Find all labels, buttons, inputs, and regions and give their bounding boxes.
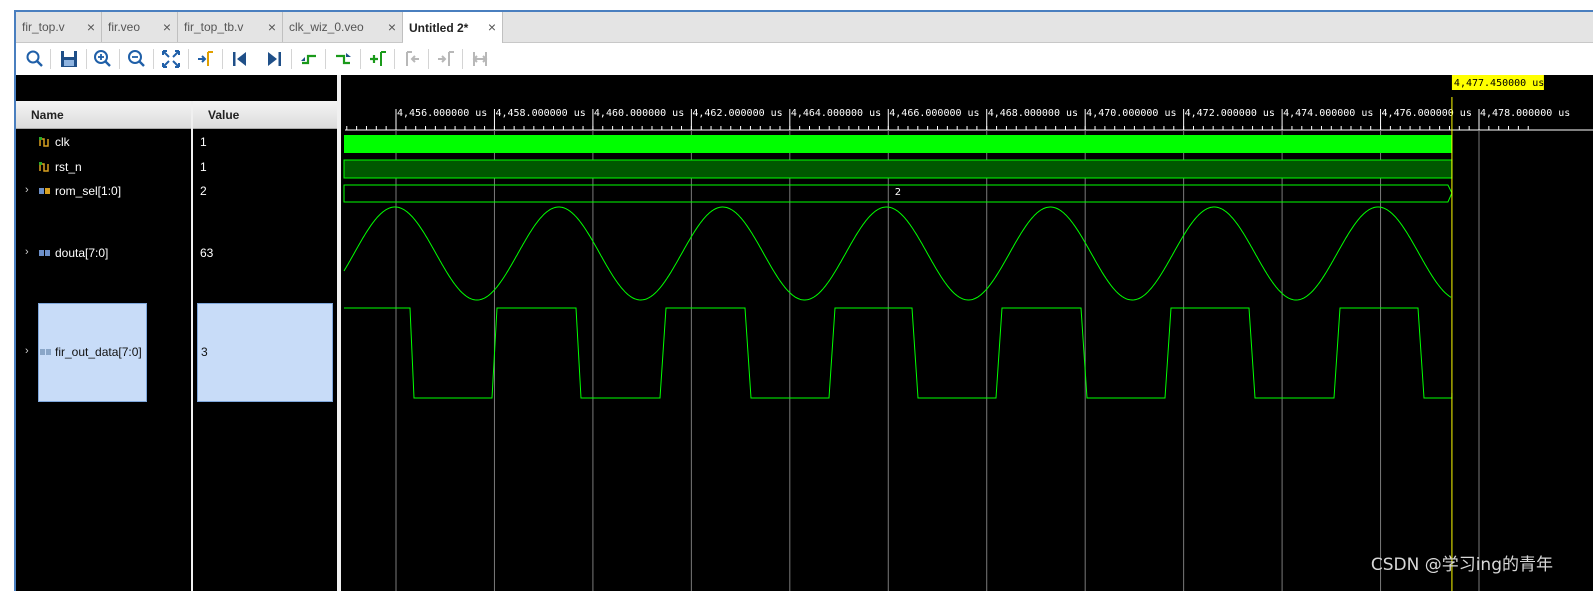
zoom-in-icon[interactable] xyxy=(92,48,114,70)
waveform-toolbar xyxy=(16,43,1593,74)
add-marker-icon[interactable] xyxy=(367,48,389,70)
close-icon[interactable]: × xyxy=(387,19,396,35)
signal-value-rst-n: 1 xyxy=(200,160,207,174)
waveform-canvas[interactable]: 4,456.000000 us 4,458.000000 us 4,460.0000… xyxy=(341,75,1593,591)
selected-name-highlight xyxy=(38,303,147,402)
signal-name-douta[interactable]: douta[7:0] xyxy=(55,246,109,260)
time-ruler: 4,456.000000 us 4,458.000000 us 4,460.0000… xyxy=(345,108,1593,131)
douta-trace xyxy=(343,206,1452,301)
close-icon[interactable]: × xyxy=(162,19,171,35)
ruler-tick-label: 4,456.000000 us xyxy=(397,108,487,119)
toolbar-separator xyxy=(86,49,87,69)
go-to-last-time-icon[interactable] xyxy=(263,48,285,70)
bus-signal-icon xyxy=(40,349,51,355)
window-left-border xyxy=(14,10,16,591)
close-icon[interactable]: × xyxy=(267,19,276,35)
close-icon[interactable]: × xyxy=(86,19,95,35)
ruler-tick-label: 4,468.000000 us xyxy=(988,108,1078,119)
name-column-header[interactable]: Name xyxy=(16,101,191,129)
ruler-tick-label: 4,462.000000 us xyxy=(692,108,782,119)
signal-value-rom-sel: 2 xyxy=(200,184,207,198)
ruler-tick-label: 4,472.000000 us xyxy=(1185,108,1275,119)
tab-label: fir.veo xyxy=(108,20,141,34)
tab-label: clk_wiz_0.veo xyxy=(289,20,364,34)
watermark: CSDN @学习ing的青年 xyxy=(1370,555,1553,575)
time-cursor[interactable]: 4,477.450000 us xyxy=(1451,75,1544,591)
expand-chevron-icon[interactable]: › xyxy=(25,184,29,196)
next-transition-icon[interactable] xyxy=(332,48,354,70)
bit-signal-icon xyxy=(39,162,49,172)
previous-marker-icon xyxy=(406,51,419,66)
rst-n-trace xyxy=(343,159,1453,179)
tab-fir-top-v[interactable]: fir_top.v × xyxy=(16,12,102,42)
signal-name-rom-sel[interactable]: rom_sel[1:0] xyxy=(55,184,122,198)
toolbar-separator xyxy=(222,49,223,69)
pane-splitter[interactable] xyxy=(337,75,341,591)
value-column-header[interactable]: Value xyxy=(193,101,337,129)
toolbar-separator xyxy=(360,49,361,69)
close-icon[interactable]: × xyxy=(487,19,496,35)
expand-chevron-icon[interactable]: › xyxy=(25,345,29,357)
cursor-time-label: 4,477.450000 us xyxy=(1454,78,1544,89)
ruler-tick-label: 4,474.000000 us xyxy=(1283,108,1373,119)
ruler-tick-label: 4,478.000000 us xyxy=(1480,108,1570,119)
search-icon[interactable] xyxy=(24,48,46,70)
bus-signal-icon xyxy=(39,188,50,194)
save-icon[interactable] xyxy=(58,48,80,70)
signal-traces: 2 xyxy=(343,135,1453,399)
toolbar-separator xyxy=(325,49,326,69)
previous-transition-icon[interactable] xyxy=(298,48,320,70)
signal-name-rst-n[interactable]: rst_n xyxy=(55,160,82,174)
toolbar-separator xyxy=(153,49,154,69)
toolbar-separator xyxy=(462,49,463,69)
tab-untitled-2[interactable]: Untitled 2* × xyxy=(403,12,503,43)
window-top-border xyxy=(14,10,1593,12)
signal-value-douta: 63 xyxy=(200,246,214,260)
time-gridlines xyxy=(395,131,1480,591)
ruler-tick-label: 4,464.000000 us xyxy=(791,108,881,119)
ruler-tick-label: 4,470.000000 us xyxy=(1086,108,1176,119)
tab-label: fir_top_tb.v xyxy=(184,20,244,34)
rom-sel-bus-trace xyxy=(343,184,1453,203)
swap-cursors-icon xyxy=(472,52,488,66)
cursor-label-box xyxy=(1451,75,1544,90)
toolbar-separator xyxy=(291,49,292,69)
bus-signal-icon xyxy=(39,250,50,256)
toolbar-separator xyxy=(428,49,429,69)
tab-fir-veo[interactable]: fir.veo × xyxy=(102,12,178,42)
expand-chevron-icon[interactable]: › xyxy=(25,246,29,258)
signal-value-fir-out-data: 3 xyxy=(201,345,208,359)
ruler-tick-label: 4,460.000000 us xyxy=(594,108,684,119)
go-to-cursor-icon[interactable] xyxy=(195,48,217,70)
rom-sel-bus-label: 2 xyxy=(895,187,901,198)
clk-trace xyxy=(344,135,1452,153)
signal-name-fir-out-data[interactable]: fir_out_data[7:0] xyxy=(55,345,142,359)
toolbar-separator xyxy=(394,49,395,69)
go-to-time-0-icon[interactable] xyxy=(229,48,251,70)
next-marker-icon xyxy=(438,51,454,66)
tab-clk-wiz-0-veo[interactable]: clk_wiz_0.veo × xyxy=(283,12,403,42)
editor-tab-bar: fir_top.v × fir.veo × fir_top_tb.v × clk… xyxy=(16,12,1593,43)
toolbar-separator xyxy=(119,49,120,69)
ruler-tick-label: 4,466.000000 us xyxy=(889,108,979,119)
zoom-out-icon[interactable] xyxy=(126,48,148,70)
column-splitter[interactable] xyxy=(191,101,193,591)
tab-label: fir_top.v xyxy=(22,20,65,34)
toolbar-separator xyxy=(188,49,189,69)
tab-fir-top-tb-v[interactable]: fir_top_tb.v × xyxy=(178,12,283,42)
fir-out-data-trace xyxy=(344,307,1453,399)
selected-value-highlight xyxy=(197,303,333,402)
signal-name-clk[interactable]: clk xyxy=(55,135,70,149)
ruler-tick-label: 4,458.000000 us xyxy=(495,108,585,119)
tab-label: Untitled 2* xyxy=(409,20,469,35)
zoom-fit-icon[interactable] xyxy=(160,48,182,70)
signal-value-clk: 1 xyxy=(200,135,207,149)
bit-signal-icon xyxy=(39,137,49,147)
ruler-tick-label: 4,476.000000 us xyxy=(1382,108,1472,119)
toolbar-separator xyxy=(50,49,51,69)
